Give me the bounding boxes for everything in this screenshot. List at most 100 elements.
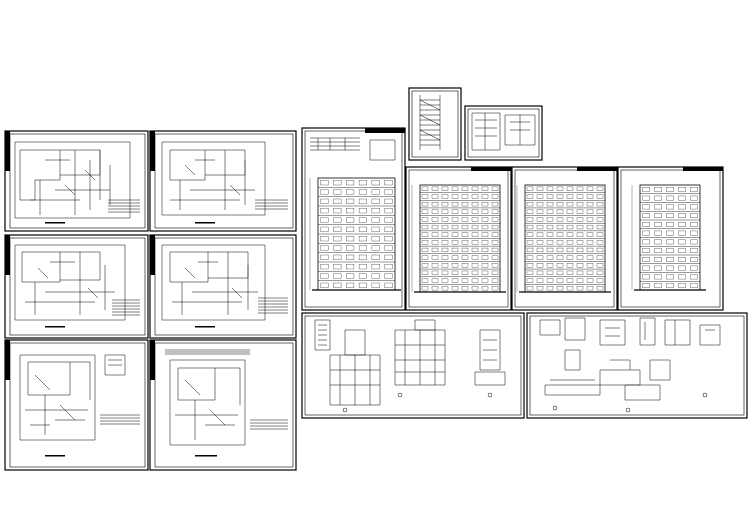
- facade-window: [346, 282, 355, 288]
- facade-window: [461, 186, 469, 191]
- facade-window: [371, 198, 380, 204]
- facade-window: [441, 194, 449, 199]
- facade-window: [333, 273, 342, 279]
- facade-window: [586, 247, 594, 253]
- facade-window: [678, 195, 686, 201]
- facade-window: [666, 187, 674, 192]
- facade-window: [451, 286, 459, 291]
- facade-window: [431, 209, 439, 214]
- facade-window: [678, 283, 686, 288]
- facade-window: [596, 232, 604, 237]
- facade-window: [596, 240, 604, 245]
- facade-window: [586, 194, 594, 199]
- facade-window: [333, 226, 342, 232]
- facade-window: [333, 282, 342, 288]
- facade-window: [471, 286, 479, 291]
- facade-window: [678, 204, 686, 210]
- facade-window: [346, 198, 355, 204]
- facade-window: [491, 255, 499, 260]
- facade-window: [441, 278, 449, 283]
- facade-window: [596, 209, 604, 214]
- facade-window: [471, 255, 479, 260]
- facade-window: [690, 265, 698, 271]
- facade-window: [678, 239, 686, 245]
- elevation-sheets: [301, 127, 724, 311]
- facade-window: [690, 204, 698, 210]
- facade-window: [546, 286, 554, 291]
- facade-window: [431, 263, 439, 268]
- facade-window: [451, 202, 459, 207]
- facade-window: [320, 254, 329, 260]
- facade-window: [384, 273, 393, 279]
- facade-window: [642, 204, 650, 210]
- facade-window: [690, 187, 698, 192]
- facade-window: [566, 278, 574, 283]
- facade-window: [461, 194, 469, 199]
- facade-window: [461, 224, 469, 230]
- floor-plan-sheet: [149, 339, 297, 471]
- facade-window: [556, 224, 564, 230]
- facade-window: [666, 257, 674, 262]
- facade-window: [526, 286, 534, 291]
- facade-window: [526, 270, 534, 275]
- facade-window: [333, 180, 342, 186]
- facade-window: [320, 282, 329, 288]
- facade-window: [481, 217, 489, 222]
- facade-window: [481, 263, 489, 268]
- facade-window: [586, 286, 594, 291]
- facade-window: [491, 240, 499, 245]
- small-detail-sheets: [408, 87, 543, 161]
- facade-window: [690, 195, 698, 201]
- facade-window: [481, 240, 489, 245]
- facade-window: [333, 189, 342, 195]
- facade-window: [441, 209, 449, 214]
- facade-window: [481, 247, 489, 253]
- facade-window: [576, 186, 584, 191]
- facade-window: [320, 226, 329, 232]
- facade-window: [526, 232, 534, 237]
- facade-window: [333, 254, 342, 260]
- facade-window: [431, 232, 439, 237]
- facade-window: [461, 202, 469, 207]
- facade-window: [666, 195, 674, 201]
- facade-window: [654, 222, 662, 227]
- floor-plan-sheet: [4, 130, 149, 232]
- facade-window: [346, 208, 355, 214]
- facade-window: [576, 286, 584, 291]
- facade-window: [346, 217, 355, 223]
- node-detail-sheet: [301, 312, 525, 419]
- facade-window: [576, 202, 584, 207]
- facade-window: [654, 187, 662, 192]
- facade-window: [461, 286, 469, 291]
- facade-window: [333, 217, 342, 223]
- facade-window: [384, 189, 393, 195]
- facade-window: [371, 208, 380, 214]
- facade-window: [576, 194, 584, 199]
- facade-window: [566, 217, 574, 222]
- facade-window: [546, 270, 554, 275]
- facade-window: [491, 232, 499, 237]
- facade-window: [421, 270, 429, 275]
- facade-window: [461, 217, 469, 222]
- facade-window: [421, 247, 429, 253]
- floor-plan-sheets: [4, 130, 297, 471]
- facade-window: [566, 202, 574, 207]
- facade-window: [642, 274, 650, 280]
- facade-window: [678, 222, 686, 227]
- facade-window: [461, 232, 469, 237]
- facade-window: [371, 282, 380, 288]
- facade-window: [526, 224, 534, 230]
- facade-window: [371, 273, 380, 279]
- facade-window: [536, 194, 544, 199]
- facade-window: [596, 202, 604, 207]
- facade-window: [471, 202, 479, 207]
- facade-window: [654, 230, 662, 236]
- facade-window: [556, 270, 564, 275]
- facade-window: [384, 217, 393, 223]
- facade-window: [556, 278, 564, 283]
- facade-window: [678, 274, 686, 280]
- facade-window: [690, 248, 698, 253]
- facade-window: [526, 209, 534, 214]
- facade-window: [654, 213, 662, 218]
- facade-window: [320, 198, 329, 204]
